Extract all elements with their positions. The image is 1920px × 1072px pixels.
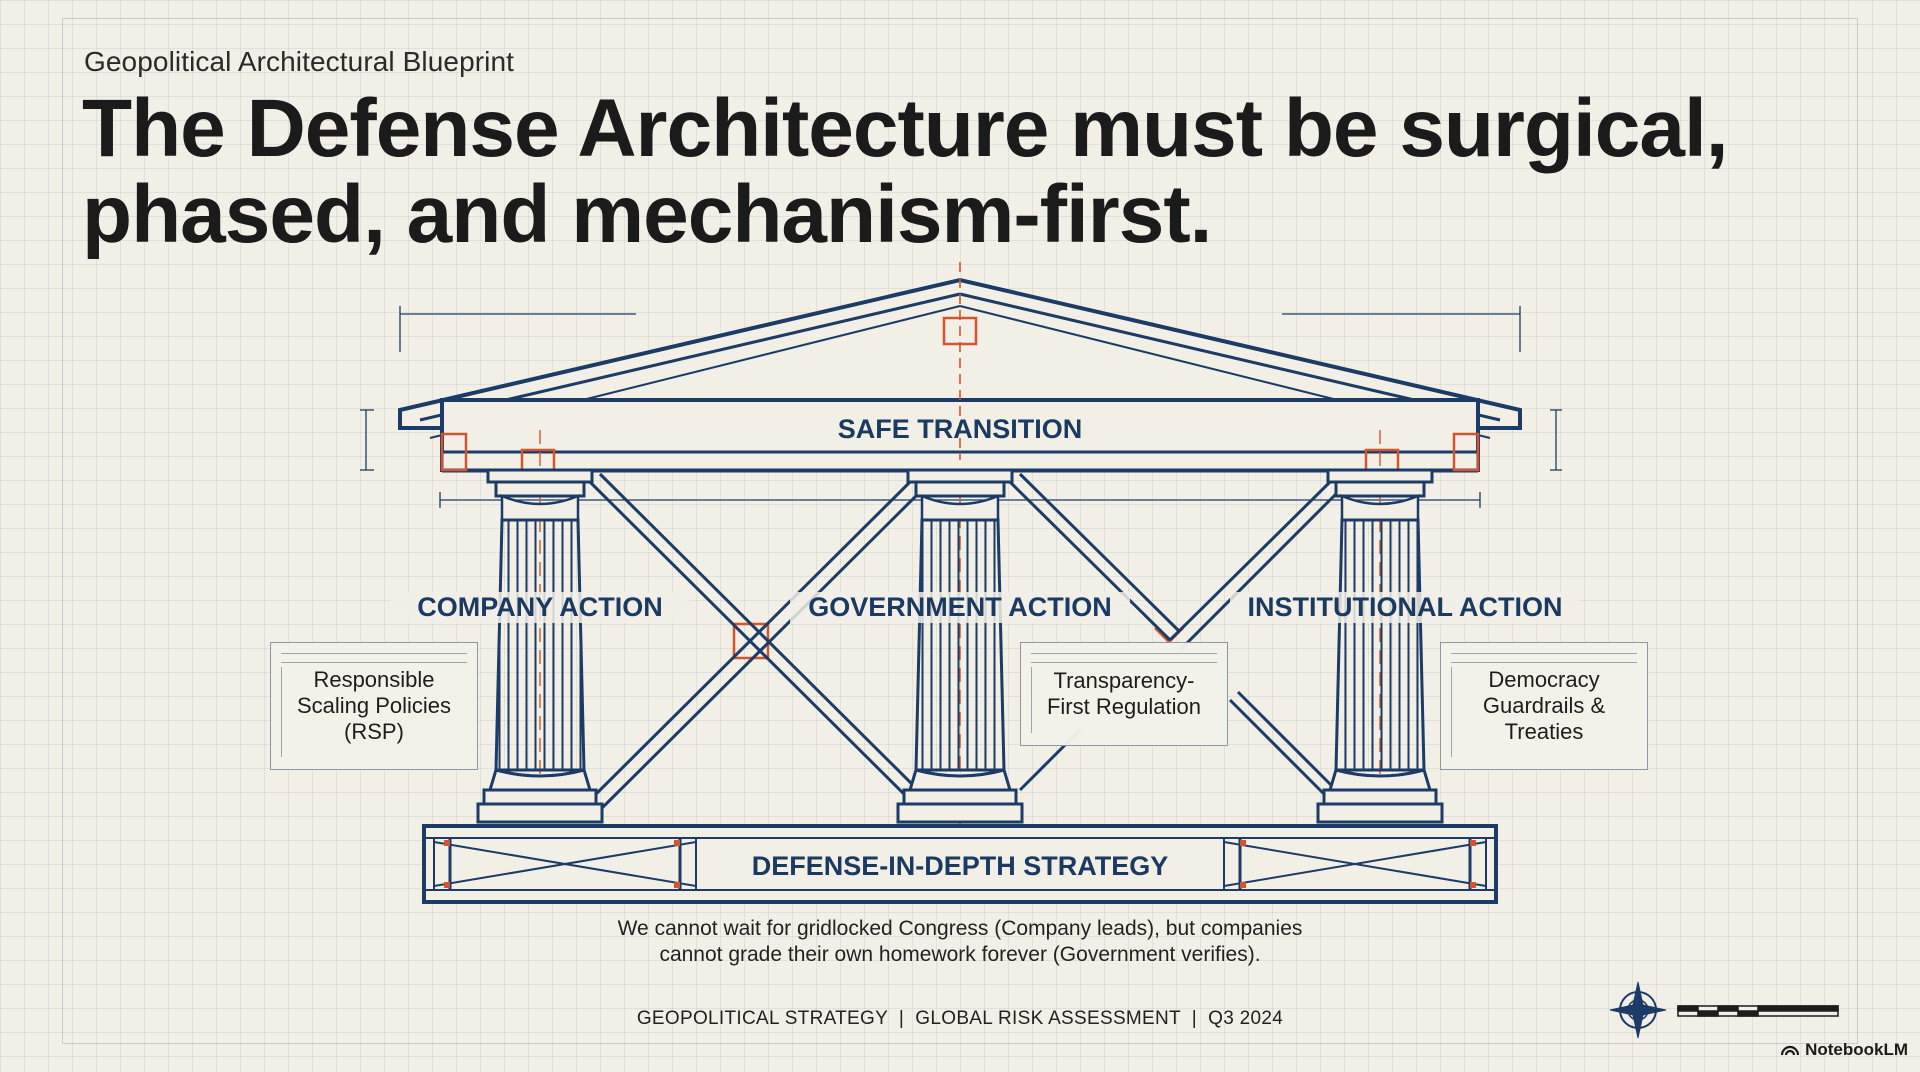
column-capital	[1326, 468, 1434, 484]
scale-bar-icon	[1677, 1005, 1839, 1017]
foundation-accents	[444, 840, 1476, 888]
card-rule	[281, 653, 467, 663]
card-rule	[281, 667, 282, 757]
pillar-label-government: GOVERNMENT ACTION	[790, 592, 1130, 623]
card-rule	[1031, 667, 1032, 733]
title-line-1: The Defense Architecture must be surgica…	[82, 83, 1729, 174]
card-line: Guardrails &	[1482, 693, 1606, 718]
card-line: Transparency-	[1053, 668, 1195, 693]
column-capital	[906, 468, 1014, 484]
brand-badge: NotebookLM	[1781, 1040, 1908, 1060]
column-base	[1327, 768, 1433, 792]
pillar-label-institutional: INSTITUTIONAL ACTION	[1230, 592, 1580, 623]
title-line-2: phased, and mechanism-first.	[82, 169, 1212, 260]
column-capital	[486, 468, 594, 484]
column-capital	[914, 480, 1006, 498]
card-line: Responsible	[313, 667, 435, 692]
column-capital	[500, 494, 580, 522]
card-text: Responsible Scaling Policies (RSP)	[291, 667, 457, 745]
kicker-text: Geopolitical Architectural Blueprint	[84, 46, 515, 77]
card-rsp: Responsible Scaling Policies (RSP)	[270, 642, 478, 770]
footer-text: GEOPOLITICAL STRATEGY | GLOBAL RISK ASSE…	[636, 1008, 1284, 1029]
card-line: (RSP)	[344, 719, 404, 744]
roof-label: SAFE TRANSITION	[837, 414, 1083, 444]
card-democracy: Democracy Guardrails & Treaties	[1440, 642, 1648, 770]
page-title: The Defense Architecture must be surgica…	[82, 86, 1802, 258]
column-base	[907, 768, 1013, 792]
column-capital	[494, 480, 586, 498]
pillar-label-company: COMPANY ACTION	[390, 592, 690, 623]
column-shaft	[914, 518, 1006, 772]
column-capital	[1340, 494, 1420, 522]
column-base	[902, 788, 1018, 806]
card-rule	[1031, 653, 1217, 663]
column-plinth	[476, 802, 604, 824]
card-text: Democracy Guardrails & Treaties	[1477, 667, 1611, 745]
column-plinth	[1316, 802, 1444, 824]
base-label: DEFENSE-IN-DEPTH STRATEGY	[751, 851, 1169, 881]
column-capital	[1334, 480, 1426, 498]
caption-line-2: cannot grade their own homework forever …	[659, 943, 1261, 966]
card-rule	[1451, 667, 1452, 757]
card-line: First Regulation	[1046, 694, 1202, 719]
card-text: Transparency- First Regulation	[1041, 668, 1207, 720]
card-line: Treaties	[1504, 719, 1584, 744]
column-base	[482, 788, 598, 806]
column-plinth	[896, 802, 1024, 824]
column-base	[487, 768, 593, 792]
caption: We cannot wait for gridlocked Congress (…	[560, 916, 1360, 968]
brand-name: NotebookLM	[1805, 1040, 1908, 1059]
card-transparency: Transparency- First Regulation	[1020, 642, 1228, 746]
compass-rose-icon	[1609, 981, 1667, 1039]
column-base	[1322, 788, 1438, 806]
column-shaft	[1334, 518, 1426, 772]
diagonal-braces	[588, 472, 1342, 812]
column-capital	[920, 494, 1000, 522]
notebooklm-logo-icon	[1781, 1045, 1800, 1056]
columns	[476, 468, 1444, 824]
caption-line-1: We cannot wait for gridlocked Congress (…	[617, 917, 1303, 940]
card-line: Democracy	[1488, 667, 1600, 692]
card-line: Scaling Policies	[296, 693, 452, 718]
foundation	[422, 824, 1498, 904]
column-shaft	[494, 518, 586, 772]
blueprint-frame	[62, 18, 1858, 1044]
card-rule	[1451, 653, 1637, 663]
